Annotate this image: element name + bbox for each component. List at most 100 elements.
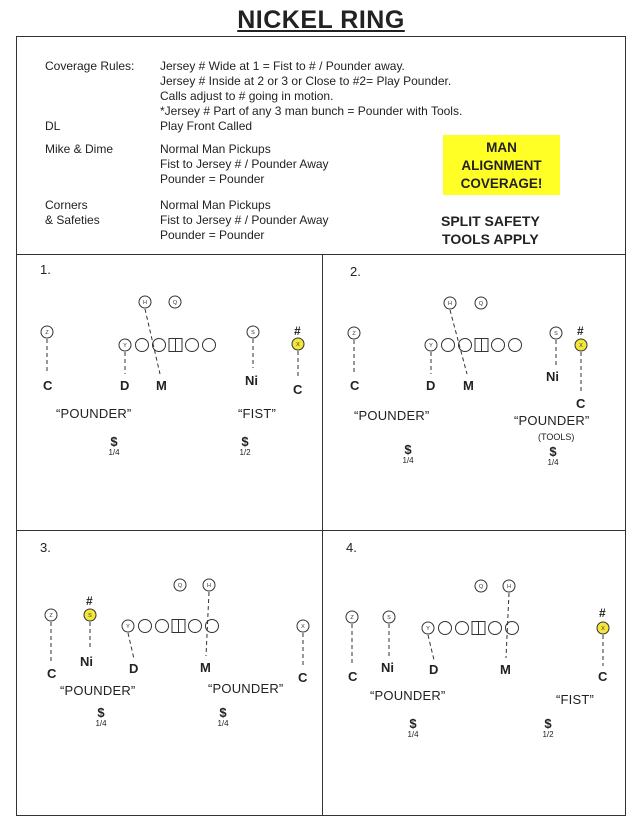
call-right: “POUNDER” [208,681,284,696]
player-q [474,579,488,593]
player-z-letter: Z [45,330,49,336]
lineman-1 [138,619,152,633]
safety-right: $ 1/2 [230,435,260,457]
player-h-letter: H [507,584,511,590]
player-y-letter: Y [123,343,127,349]
player-s-jersey [83,608,97,622]
player-q [474,296,488,310]
safety-fraction: 1/2 [542,730,554,739]
panel-number: 2. [350,264,361,279]
player-s [382,610,396,624]
jersey-hash: # [577,324,584,338]
safety-fraction: 1/2 [239,448,251,457]
safety-left: $ 1/4 [86,706,116,728]
safety-sign: $ [544,716,552,731]
formation-diagram: Z Y H Q S X [347,296,588,392]
player-s [549,326,563,340]
defender-c-left: C [43,378,53,393]
player-x-letter: X [601,626,605,632]
jersey-hash: # [599,606,606,620]
lineman-2 [458,338,472,352]
player-s-letter: S [387,615,391,621]
panel-number: 3. [40,540,51,555]
defender-d: D [129,661,139,676]
player-h-letter: H [448,301,452,307]
player-x-jersey [574,338,588,352]
player-x-letter: X [579,343,583,349]
player-h-letter: H [207,583,211,589]
defender-c-right: C [598,669,608,684]
safety-sign: $ [409,716,417,731]
player-h [502,579,516,593]
formation-diagram: Z S Y Q H X [44,578,310,666]
defender-ni: Ni [546,369,559,384]
player-z [44,608,58,622]
call-right: “FIST” [556,692,595,707]
panel-number: 1. [40,262,51,277]
player-q-letter: Q [479,301,484,307]
safety-fraction: 1/4 [547,458,559,467]
divider-top [16,254,626,255]
corners-rule-1: Normal Man Pickups [160,198,271,212]
callout-line-3: COVERAGE! [460,176,543,191]
divider-vertical [322,254,323,816]
safeties-label: & Safeties [45,213,100,227]
player-y [424,338,438,352]
player-z [40,325,54,339]
player-z [347,326,361,340]
safety-sign: $ [549,444,557,459]
lineman-4 [188,619,202,633]
panel-number: 4. [346,540,357,555]
split-safety-note: SPLIT SAFETY TOOLS APPLY [441,212,540,248]
player-y-letter: Y [426,626,430,632]
defender-m: M [156,378,167,393]
safety-fraction: 1/4 [217,719,229,728]
safety-left: $ 1/4 [393,443,423,465]
player-y [118,338,132,352]
lineman-1 [438,621,452,635]
call-left: “POUNDER” [60,683,136,698]
lineman-2 [455,621,469,635]
player-s [246,325,260,339]
safety-fraction: 1/4 [108,448,120,457]
coverage-rules-label: Coverage Rules: [45,59,135,73]
safety-right: $ 1/4 [208,706,238,728]
mike-rule-3: Pounder = Pounder [160,172,265,186]
dl-label: DL [45,119,61,133]
corners-label: Corners [45,198,88,212]
call-right: “POUNDER” [514,413,590,428]
mike-rule-2: Fist to Jersey # / Pounder Away [160,157,329,171]
coverage-rule-3: Calls adjust to # going in motion. [160,89,334,103]
split-line-2: TOOLS APPLY [442,231,539,247]
player-y [121,619,135,633]
defender-m: M [500,662,511,677]
lineman-5 [505,621,519,635]
corners-rule-2: Fist to Jersey # / Pounder Away [160,213,329,227]
safety-right: $ 1/4 [538,445,568,467]
lineman-4 [491,338,505,352]
lineman-4 [185,338,199,352]
safety-sign: $ [404,442,412,457]
player-s-letter: S [554,331,558,337]
safety-sign: $ [241,434,249,449]
jersey-hash: # [86,594,93,608]
call-right-sub: (TOOLS) [538,432,575,442]
player-q-letter: Q [479,584,484,590]
call-right: “FIST” [238,406,277,421]
player-x-letter: X [301,624,305,630]
player-z-letter: Z [350,615,354,621]
player-q-letter: Q [178,583,183,589]
player-h [138,295,152,309]
player-z-letter: Z [49,613,53,619]
defender-ni: Ni [381,660,394,675]
mike-rule-1: Normal Man Pickups [160,142,271,156]
defender-d: D [429,662,439,677]
callout-line-2: ALIGNMENT [461,158,542,173]
defender-ni: Ni [245,373,258,388]
safety-fraction: 1/4 [407,730,419,739]
defender-c-right: C [576,396,586,411]
callout-line-1: MAN [486,140,517,155]
defender-ni: Ni [80,654,93,669]
panel-4: 4. Z S Y Q H X [324,532,624,802]
defender-d: D [120,378,130,393]
